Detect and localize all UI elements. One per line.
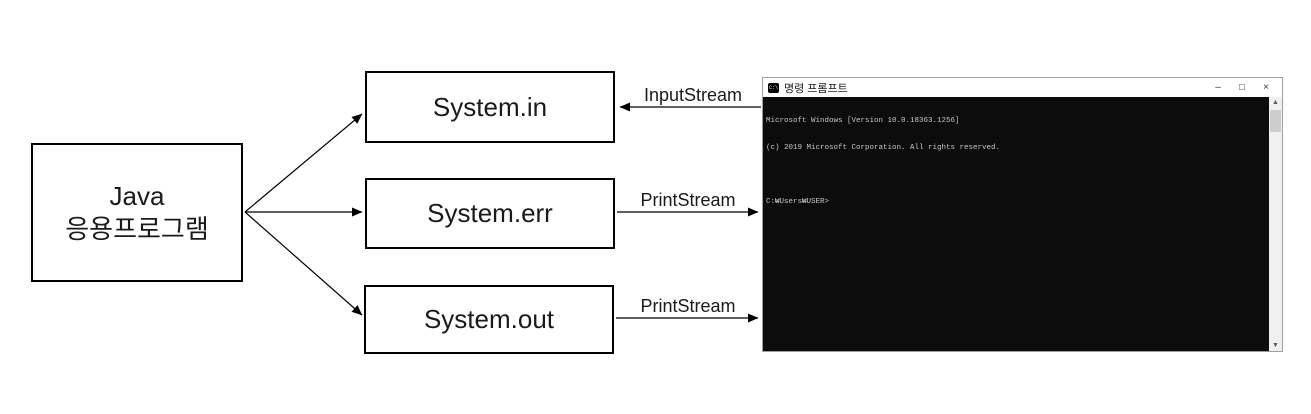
console-prompt-line: C:₩Users₩USER> bbox=[766, 198, 830, 206]
system-in-label: System.in bbox=[432, 91, 548, 122]
system-in-box: System.in bbox=[365, 71, 615, 143]
arrow-java-to-systemout bbox=[244, 211, 363, 316]
maximize-icon[interactable]: □ bbox=[1238, 82, 1246, 93]
close-icon[interactable]: × bbox=[1263, 82, 1269, 93]
printstream-out-arrow-label: PrintStream bbox=[640, 296, 736, 316]
java-application-box: Java 응용프로그램 bbox=[31, 143, 243, 282]
scrollbar-up-icon[interactable]: ▲ bbox=[1272, 99, 1279, 106]
console-scrollbar[interactable]: ▲ ▼ bbox=[1269, 97, 1282, 351]
cmd-icon: C:\ bbox=[768, 82, 779, 93]
console-output-area[interactable]: Microsoft Windows [Version 10.0.18363.12… bbox=[763, 97, 1269, 351]
console-titlebar[interactable]: C:\ 명령 프롬프트 – □ × bbox=[763, 78, 1282, 97]
scrollbar-down-icon[interactable]: ▼ bbox=[1272, 342, 1279, 349]
system-err-box: System.err bbox=[365, 178, 615, 249]
scrollbar-thumb[interactable] bbox=[1270, 110, 1281, 132]
system-out-box: System.out bbox=[364, 285, 614, 354]
console-output-line: (c) 2019 Microsoft Corporation. All righ… bbox=[766, 144, 1001, 152]
command-prompt-window: C:\ 명령 프롬프트 – □ × Microsoft Windows [Ver… bbox=[762, 77, 1283, 352]
minimize-icon[interactable]: – bbox=[1215, 82, 1221, 93]
java-app-label-line1: Java bbox=[109, 181, 165, 211]
system-out-label: System.out bbox=[423, 304, 555, 334]
printstream-err-arrow-label: PrintStream bbox=[640, 190, 736, 210]
arrow-java-to-systemin bbox=[244, 113, 363, 213]
system-err-label: System.err bbox=[427, 198, 553, 228]
caption-buttons: – □ × bbox=[1206, 78, 1278, 97]
console-blank-line bbox=[766, 171, 1269, 180]
console-window-title: 명령 프롬프트 bbox=[784, 82, 848, 95]
inputstream-arrow-label: InputStream bbox=[643, 85, 743, 105]
console-output-line: Microsoft Windows [Version 10.0.18363.12… bbox=[766, 117, 960, 125]
java-app-label-line2: 응용프로그램 bbox=[65, 213, 209, 244]
